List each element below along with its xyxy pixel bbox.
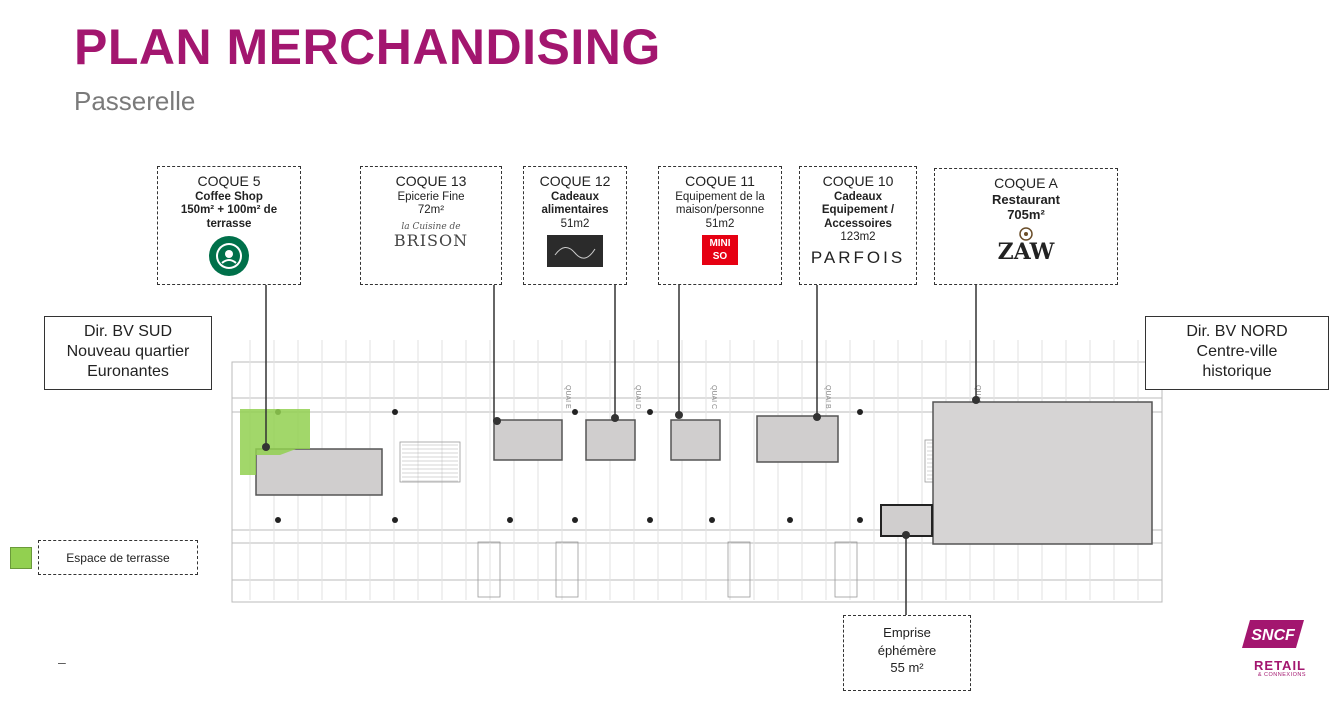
unit-size: 72m² xyxy=(417,204,445,217)
sncf-retail-logo: SNCF RETAIL & CONNEXIONS xyxy=(1240,618,1306,680)
legend-label: Espace de terrasse xyxy=(66,550,170,565)
unit-desc: Cadeaux xyxy=(834,191,882,204)
direction-sud-line: Dir. BV SUD xyxy=(83,323,172,340)
unit-desc: Epicerie Fine xyxy=(397,191,465,204)
plan-structure xyxy=(231,361,1163,603)
unit-size: 51m2 xyxy=(705,217,735,230)
plan-tracks xyxy=(249,340,1139,600)
parfois-logo: PARFOIS xyxy=(810,247,906,267)
direction-nord: Dir. BV NORD Centre-ville historique xyxy=(1145,316,1329,390)
la-cuisine-de-brison-logo: la Cuisine de BRISON xyxy=(393,221,469,250)
miniso-logo: MINI SO xyxy=(663,234,777,265)
starbucks-logo xyxy=(162,235,296,277)
coque-5-area xyxy=(255,448,383,496)
coque-a-area xyxy=(932,401,1153,545)
quai-label: QUAI B xyxy=(824,385,831,409)
brand-line1: RETAIL xyxy=(1254,658,1306,673)
coque-10-area xyxy=(756,415,839,463)
legend-terrace: Espace de terrasse xyxy=(38,540,198,575)
callout-dots xyxy=(262,396,980,539)
unit-size: 123m2 xyxy=(840,230,876,243)
unit-desc: maison/personne xyxy=(675,204,765,217)
coque-11-area xyxy=(670,419,721,461)
direction-sud-line: Nouveau quartier xyxy=(66,343,190,360)
emprise-line: 55 m² xyxy=(890,660,924,676)
unit-desc: terrasse xyxy=(206,217,252,230)
zaw-logo: ZAW xyxy=(939,227,1113,263)
unit-desc: Coffee Shop xyxy=(195,191,263,204)
unit-name: COQUE 10 xyxy=(822,173,894,189)
unit-name: COQUE A xyxy=(994,175,1058,191)
unit-name: COQUE 13 xyxy=(395,173,467,189)
coque-13-area xyxy=(493,419,563,461)
unit-desc: Cadeaux xyxy=(551,191,599,204)
callout-coque-a: COQUE A Restaurant 705m² ZAW xyxy=(934,168,1118,285)
escalators xyxy=(399,439,1011,598)
unit-desc: Equipement de la xyxy=(675,191,765,204)
unit-name: COQUE 11 xyxy=(685,173,755,189)
terrace-area xyxy=(240,409,310,475)
quai-label: QUAI E xyxy=(564,385,571,409)
unit-desc: Equipement / xyxy=(821,204,895,217)
callout-coque-10: COQUE 10 Cadeaux Equipement / Accessoire… xyxy=(799,166,917,285)
unit-desc: 150m² + 100m² de xyxy=(180,204,278,217)
emprise-line: Emprise xyxy=(883,625,931,640)
unit-size: 51m2 xyxy=(560,217,590,230)
brand-line2: & CONNEXIONS xyxy=(1257,672,1306,678)
unit-desc: Accessoires xyxy=(824,217,892,230)
callout-connectors xyxy=(265,285,977,617)
callout-emprise: Emprise éphémère 55 m² xyxy=(843,615,971,691)
callout-coque-5: COQUE 5 Coffee Shop 150m² + 100m² de ter… xyxy=(157,166,301,285)
page-title: PLAN MERCHANDISING xyxy=(74,19,661,75)
unit-desc: alimentaires xyxy=(541,204,609,217)
callout-coque-13: COQUE 13 Epicerie Fine 72m² la Cuisine d… xyxy=(360,166,502,285)
direction-nord-line: Dir. BV NORD xyxy=(1186,323,1288,340)
quai-label: QUAI D xyxy=(634,385,641,409)
direction-sud: Dir. BV SUD Nouveau quartier Euronantes xyxy=(44,316,212,390)
coque-12-area xyxy=(585,419,636,461)
footer-dash: – xyxy=(58,654,66,670)
gift-food-brand-logo xyxy=(528,234,622,267)
quai-label: QUAI C xyxy=(710,385,717,409)
direction-nord-line: Centre-ville xyxy=(1196,343,1278,360)
unit-name: COQUE 5 xyxy=(197,173,261,189)
page-subtitle: Passerelle xyxy=(74,86,196,116)
emprise-line: éphémère xyxy=(877,642,937,658)
direction-nord-line: historique xyxy=(1202,363,1272,380)
direction-sud-line: Euronantes xyxy=(87,363,169,380)
unit-size: 705m² xyxy=(1007,207,1045,223)
svg-text:SNCF: SNCF xyxy=(1251,627,1296,644)
unit-name: COQUE 12 xyxy=(539,173,611,189)
callout-coque-11: COQUE 11 Equipement de la maison/personn… xyxy=(658,166,782,285)
callout-coque-12: COQUE 12 Cadeaux alimentaires 51m2 xyxy=(523,166,627,285)
legend-terrace-swatch xyxy=(10,547,32,569)
unit-desc: Restaurant xyxy=(992,192,1060,208)
